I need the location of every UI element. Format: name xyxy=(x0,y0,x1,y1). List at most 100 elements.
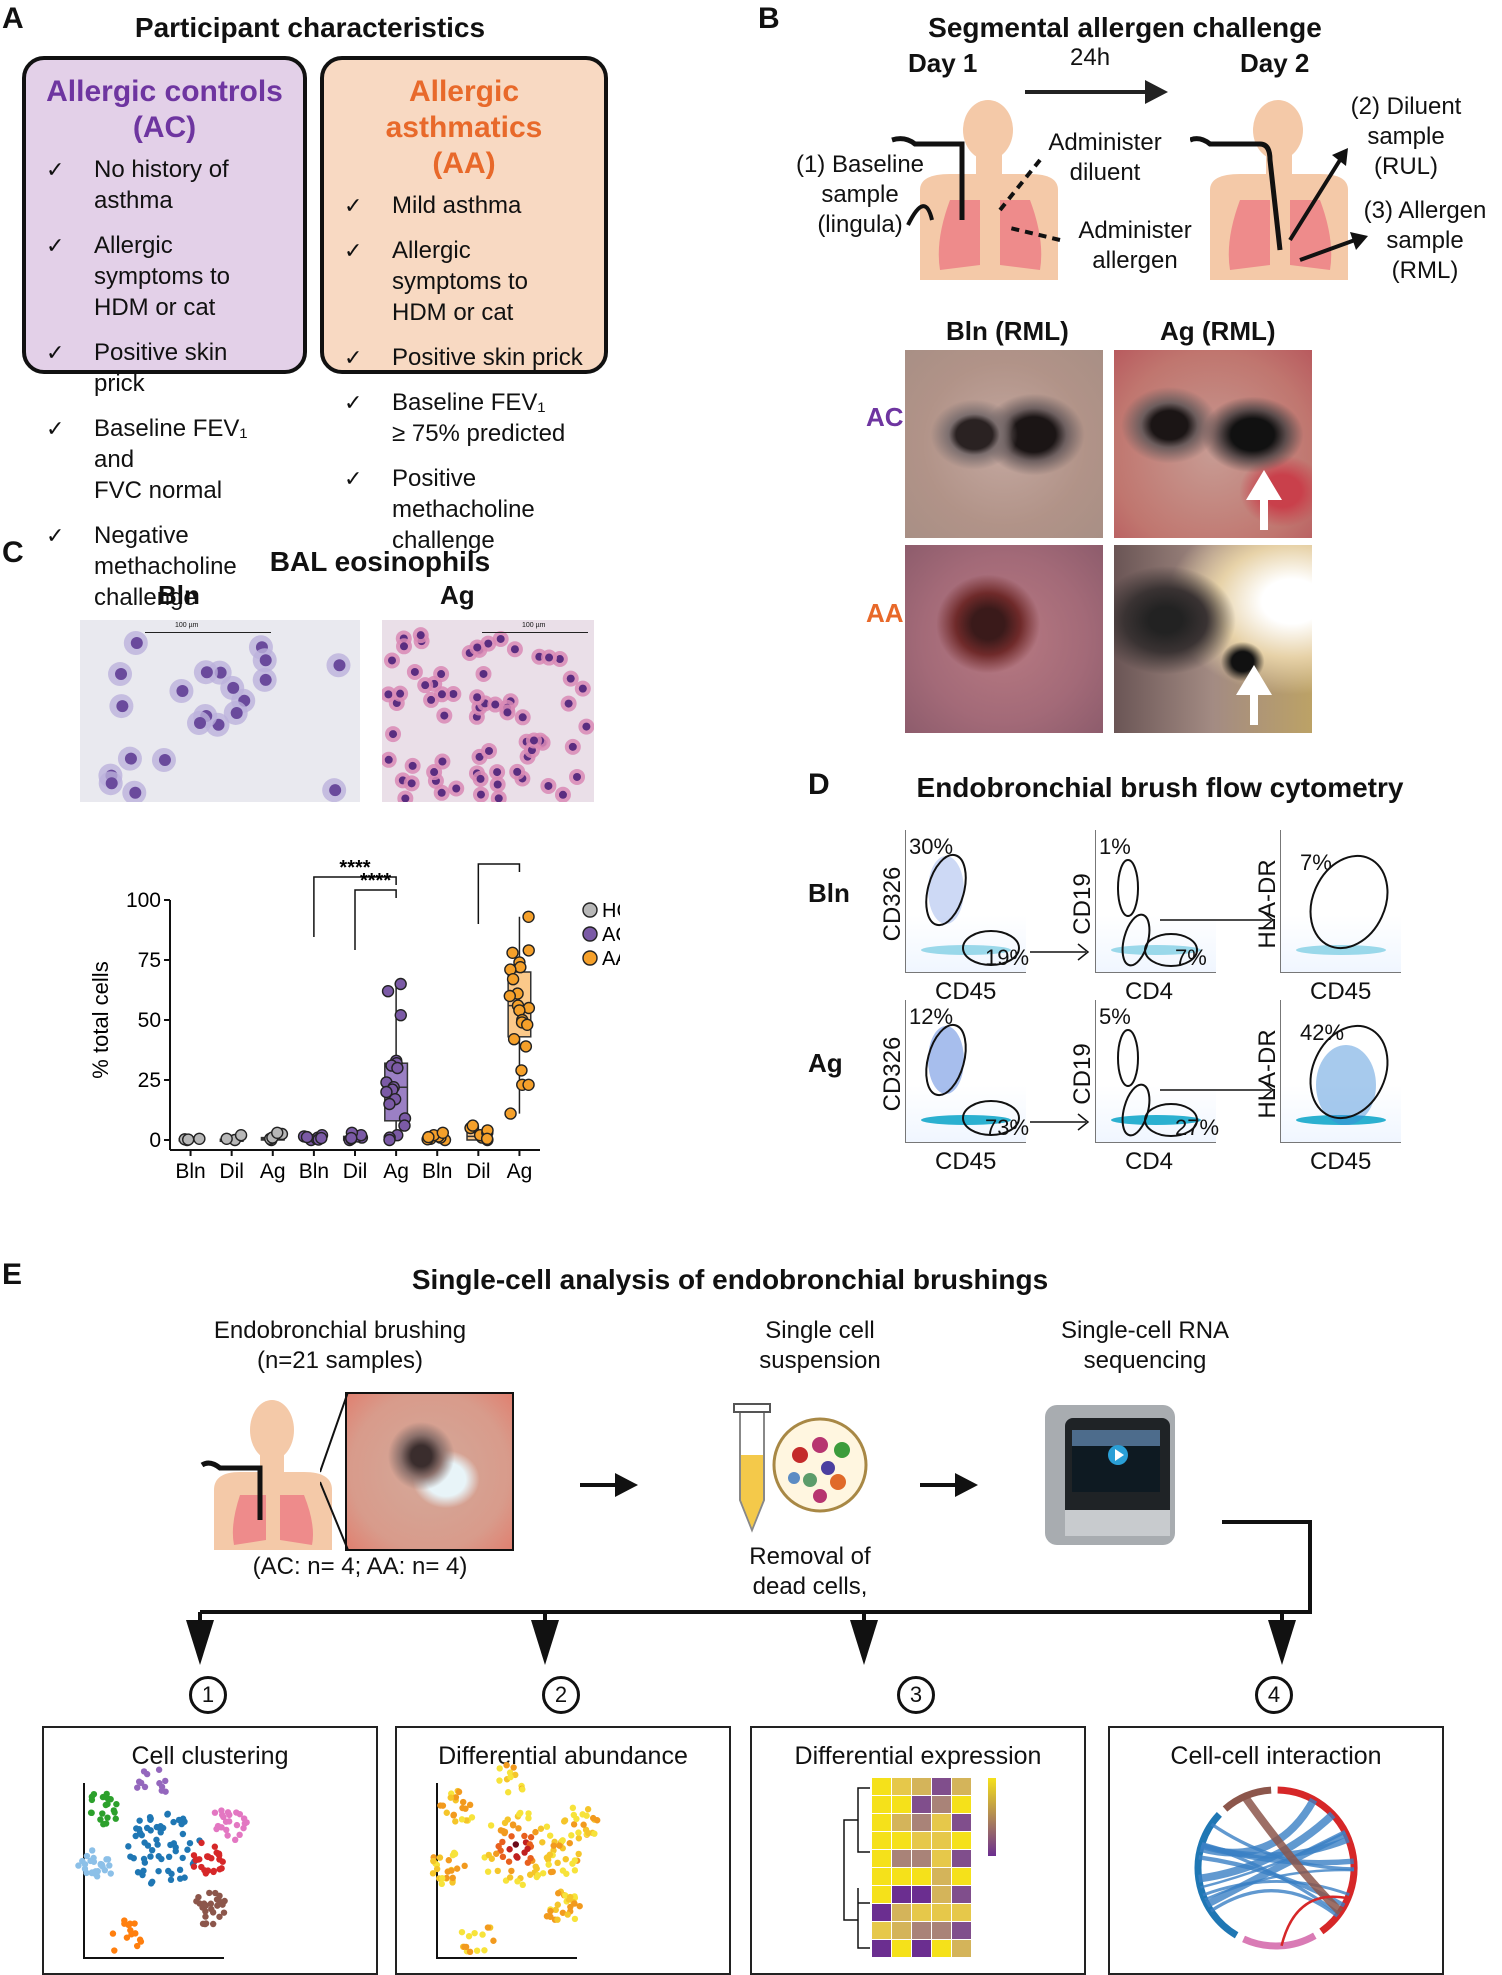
cell-point xyxy=(137,1938,145,1945)
heatmap-cell xyxy=(912,1832,931,1849)
gate-percentage: 12% xyxy=(909,1004,954,1029)
density-band xyxy=(1296,945,1386,955)
x-tick-label: Bln xyxy=(299,1160,329,1183)
body-diagram-day1-icon xyxy=(891,100,1061,280)
cell-nucleus xyxy=(510,645,519,654)
cell-nucleus xyxy=(437,670,446,679)
arrow-up-icon xyxy=(1236,665,1272,725)
flow-x-axis-label: CD45 xyxy=(935,1148,997,1175)
cell-point xyxy=(97,1816,104,1823)
cell-point xyxy=(207,1900,215,1907)
gate-overlay xyxy=(1111,1029,1201,1137)
chord-link xyxy=(1202,1880,1350,1897)
cell-nucleus xyxy=(389,730,398,739)
administer-diluent-label: Administer diluent xyxy=(1048,129,1162,186)
cell-point xyxy=(99,1810,106,1817)
gate xyxy=(962,930,1020,966)
cell-point xyxy=(88,1796,96,1804)
cell-point xyxy=(550,1842,557,1849)
heatmap-cell xyxy=(872,1796,891,1813)
cell-nucleus xyxy=(494,794,503,802)
chord-link xyxy=(1198,1811,1336,1883)
cell-point xyxy=(539,1870,547,1877)
cell-point xyxy=(144,1842,152,1849)
cell-point xyxy=(165,1853,173,1861)
cell-point xyxy=(465,1933,473,1940)
data-point xyxy=(522,1078,535,1092)
cell-nucleus xyxy=(259,673,272,686)
cell-point xyxy=(461,1862,468,1870)
cell-point xyxy=(104,1800,111,1808)
cell-point xyxy=(545,1861,552,1868)
cell-point xyxy=(83,1869,90,1877)
criterion-item: ✓Allergic symptoms to HDM or cat xyxy=(46,230,283,323)
heatmap-cell xyxy=(892,1832,911,1849)
gate xyxy=(1144,933,1198,967)
scale-bar-label: 100 µm xyxy=(175,622,199,629)
cell-point xyxy=(170,1840,178,1847)
cell-point xyxy=(214,1902,221,1909)
cell-point xyxy=(546,1851,554,1858)
cell-point xyxy=(209,1909,217,1916)
cell-nucleus xyxy=(485,746,494,755)
cell-point xyxy=(106,1862,113,1869)
legend-marker xyxy=(582,926,598,942)
cell-point xyxy=(155,1867,162,1875)
heatmap-cell xyxy=(872,1886,891,1903)
gate-percentage: 19% xyxy=(985,945,1030,970)
cell-point xyxy=(479,1931,486,1938)
cell-point xyxy=(567,1893,574,1901)
cell-point xyxy=(140,1867,147,1874)
allergic-asthmatics-card: Allergic asthmatics(AA) ✓Mild asthma✓All… xyxy=(320,56,608,554)
bronchoscopy-ac-bln-image xyxy=(905,350,1103,538)
heatmap-cell xyxy=(872,1814,891,1831)
analysis-illustration xyxy=(75,1766,250,1959)
cell-point xyxy=(155,1766,163,1773)
cell-point xyxy=(571,1900,578,1907)
gate-overlay xyxy=(921,1023,1020,1136)
cell-nucleus xyxy=(545,653,554,662)
cell-point xyxy=(146,1813,154,1821)
heatmap-cell xyxy=(932,1778,951,1795)
cell-nucleus xyxy=(475,752,484,761)
dead-cell-removal-label: Removal of dead cells, xyxy=(749,1543,871,1600)
cell-point xyxy=(552,1906,559,1914)
data-point xyxy=(422,1130,435,1144)
col-header-ag: Ag (RML) xyxy=(1160,316,1276,346)
cell-point xyxy=(458,1816,466,1823)
step-number-badge: 1 xyxy=(189,1676,227,1714)
heatmap-cell xyxy=(952,1814,971,1831)
zoom-callout-lines xyxy=(320,1392,349,1551)
check-icon: ✓ xyxy=(344,466,363,491)
cell-nucleus xyxy=(115,668,128,681)
data-point xyxy=(380,1085,393,1099)
criterion-item: ✓Baseline FEV₁ and FVC normal xyxy=(46,413,283,506)
cell-point xyxy=(162,1777,169,1785)
heatmap-cell xyxy=(912,1796,931,1813)
cell-nucleus xyxy=(194,717,207,730)
cell-point xyxy=(496,1777,503,1784)
tube-and-cells-icon xyxy=(733,1403,868,1533)
arrow-head xyxy=(1077,1113,1090,1131)
cell-point xyxy=(202,1913,209,1920)
analysis-illustration xyxy=(1194,1786,1358,1950)
data-point xyxy=(220,1132,233,1145)
data-point xyxy=(480,1132,494,1145)
cell-point xyxy=(241,1820,249,1827)
flow-row-label: Bln xyxy=(808,878,850,908)
gate xyxy=(925,1023,967,1097)
cell-nucleus xyxy=(214,666,227,679)
cell-point xyxy=(170,1818,177,1826)
cell-point xyxy=(128,1931,135,1938)
data-point xyxy=(522,910,535,923)
cell-point xyxy=(143,1770,151,1778)
cell-point xyxy=(484,1868,492,1875)
cell-nucleus xyxy=(473,693,482,702)
cell-point xyxy=(212,1889,219,1897)
cell-point xyxy=(460,1798,467,1806)
cell-point xyxy=(202,1920,210,1927)
gate-percentage: 73% xyxy=(985,1115,1030,1140)
cell-point xyxy=(113,1800,120,1808)
cell-nucleus xyxy=(578,684,587,693)
cell-point xyxy=(136,1817,143,1824)
